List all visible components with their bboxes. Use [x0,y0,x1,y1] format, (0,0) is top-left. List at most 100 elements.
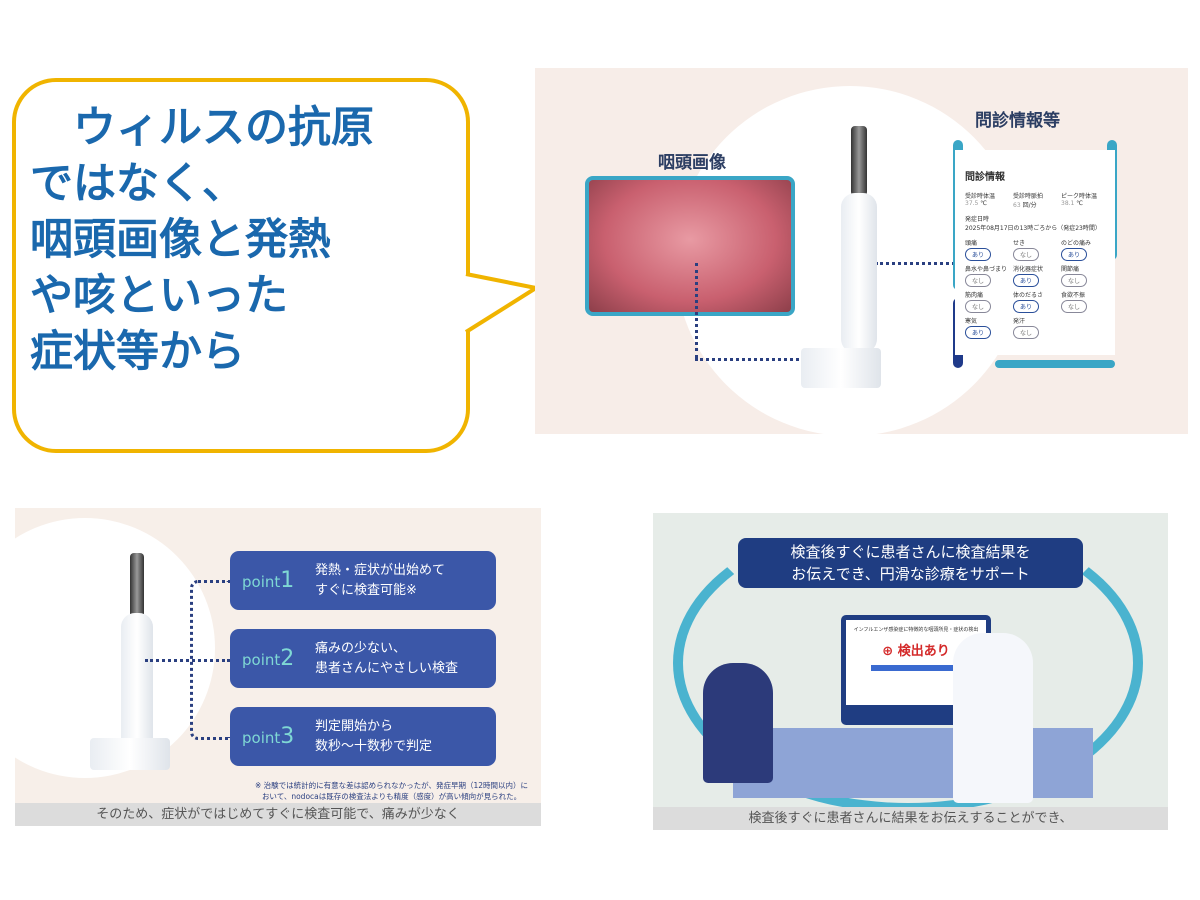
vital-label: ピーク時体温 [1061,193,1098,200]
point-number: 3 [280,724,295,749]
speech-bubble [12,78,470,453]
vital-unit: 回/分 [1022,202,1037,209]
vital-value: 63 [1013,202,1021,209]
point-text: 発熱・症状が出始めて すぐに検査可能※ [315,562,446,598]
symptom-label: 寒気 [965,318,978,325]
symptom-label: 消化器症状 [1013,266,1044,273]
result-panel: 検査後すぐに患者さんに検査結果を お伝えでき、円滑な診療をサポート インフルエン… [653,513,1168,830]
onset-hour: 13 [1019,225,1028,232]
symptom-value-pill[interactable]: あり [1013,274,1040,287]
symptom-value-pill[interactable]: なし [965,274,992,287]
symptom-value-pill[interactable]: あり [1013,300,1040,313]
frame-bar [995,360,1115,368]
symptom-value-pill[interactable]: なし [1013,326,1040,339]
onset: 発症日時 2025年08月17日の13時ごろから（発症23時間） [965,214,1105,232]
caption: そのため、症状がではじめてすぐに検査可能で、痛みが少なく [15,803,541,826]
symptom-value-pill[interactable]: なし [1061,300,1088,313]
point-box-3: point3 判定開始から 数秒～十数秒で判定 [230,707,496,766]
point-box-2: point2 痛みの少ない、 患者さんにやさしい検査 [230,629,496,688]
connector [145,659,230,662]
connector [695,263,698,358]
symptom: のどの痛みあり [1061,238,1105,261]
point-number: 2 [280,646,295,671]
point-number: 1 [280,568,295,593]
bubble-text: ウィルスの抗原 ではなく、 咽頭画像と発熱 や咳といった 症状等から [30,103,374,377]
point-text: 痛みの少ない、 患者さんにやさしい検査 [315,640,459,676]
symptom-label: 頭痛 [965,240,978,247]
questionnaire-title: 問診情報 [965,172,1005,183]
banner: 検査後すぐに患者さんに検査結果を お伝えでき、円滑な診療をサポート [738,538,1083,588]
symptom: 寒気あり [965,316,1009,339]
device-probe [851,126,867,196]
symptom-label: 発汗 [1013,318,1026,325]
symptom-label: 関節痛 [1061,266,1080,273]
symptom-value-pill[interactable]: あり [965,248,992,261]
connector [695,358,805,361]
device-stand [801,348,881,388]
throat-image [585,176,795,316]
point-text: 判定開始から 数秒～十数秒で判定 [315,718,433,754]
point-box-1: point1 発熱・症状が出始めて すぐに検査可能※ [230,551,496,610]
throat-image-label: 咽頭画像 [658,153,726,173]
caption: 検査後すぐに患者さんに結果をお伝えすることができ、 [653,807,1168,830]
symptom-label: 筋肉痛 [965,292,984,299]
symptom: 食欲不振なし [1061,290,1105,313]
onset-date: 2025年08月17日 [965,225,1014,232]
speech-bubble-tail [464,272,542,334]
symptom-value-pill[interactable]: なし [1013,248,1040,261]
screen-title: インフルエンザ感染症に特徴的な咽頭所見・症状の検出 [853,627,979,633]
symptom-label: のどの痛み [1061,240,1092,247]
symptom-label: 鼻水や鼻づまり [965,266,1008,273]
device-probe [130,553,144,618]
onset-elapsed: 23 [1075,225,1083,232]
point-word: point [242,573,281,591]
symptom: 発汗なし [1013,316,1057,339]
symptom-label: 食欲不振 [1061,292,1086,299]
symptom-value-pill[interactable]: あり [1061,248,1088,261]
vital: 受診時脈拍 63 回/分 [1013,191,1057,209]
device-stand [90,738,170,770]
symptom-value-pill[interactable]: なし [965,300,992,313]
point-word: point [242,729,281,747]
vital-label: 受診時体温 [965,193,996,200]
onset-label: 発症日時 [965,216,990,223]
doctor [953,633,1033,803]
symptom-value-pill[interactable]: なし [1061,274,1088,287]
point-word: point [242,651,281,669]
symptom-value-pill[interactable]: あり [965,326,992,339]
onset-text: の [1013,225,1020,232]
connector [875,262,955,265]
onset-text: 時間） [1082,225,1101,232]
footnote: ※ 治験では統計的に有意な差は認められなかったが、発症早期（12時間以内）に お… [255,781,529,801]
patient [703,663,773,783]
symptom-label: せき [1013,240,1026,247]
device-handle [121,613,153,753]
symptom: 筋肉痛なし [965,290,1009,313]
symptom: せきなし [1013,238,1057,261]
plus-icon: ⊕ [882,644,894,659]
desk [733,728,1093,798]
symptom: 鼻水や鼻づまりなし [965,264,1009,287]
symptom: 消化器症状あり [1013,264,1057,287]
device-handle [841,193,877,353]
bg-circle [15,518,215,778]
symptom: 頭痛あり [965,238,1009,261]
result-text: 検出あり [897,644,950,659]
symptom: 体のだるさあり [1013,290,1057,313]
vital-label: 受診時脈拍 [1013,193,1044,200]
symptom-grid: 頭痛ありせきなしのどの痛みあり鼻水や鼻づまりなし消化器症状あり関節痛なし筋肉痛な… [965,238,1105,339]
onset-text: 時ごろから（発症 [1027,225,1076,232]
vital-unit: ℃ [980,200,988,207]
screen-button [871,665,961,671]
vital-value: 38.1 [1061,200,1075,207]
vital-unit: ℃ [1076,200,1084,207]
symptom: 関節痛なし [1061,264,1105,287]
vital-value: 37.5 [965,200,979,207]
symptom-label: 体のだるさ [1013,292,1044,299]
